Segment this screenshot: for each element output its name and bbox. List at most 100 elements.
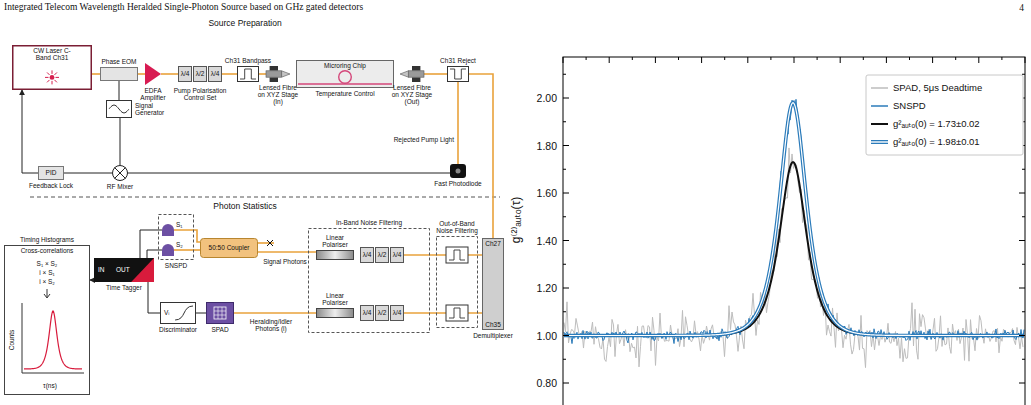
- axis-tick: [563, 169, 566, 170]
- component-label: Signal Generator: [135, 102, 171, 117]
- shape-part: [309, 229, 430, 333]
- component-label: Time Tagger: [106, 284, 142, 291]
- axis-tick: [563, 74, 566, 75]
- axis-tick: [1022, 359, 1025, 360]
- shape-part: [101, 68, 138, 81]
- component-shape: [145, 63, 161, 85]
- component-shape: [237, 66, 259, 82]
- component-label: EDFA Amplifier: [135, 87, 171, 102]
- lens-tip: [282, 71, 290, 77]
- shape-part: [194, 67, 207, 82]
- component-box: INOUTTime Tagger: [94, 258, 154, 282]
- axis-tick: [955, 57, 956, 60]
- axis-label: τ(ns): [43, 382, 57, 389]
- shape-part: [238, 67, 259, 82]
- component-box: In-Band Noise FilteringLinear Polariserλ…: [308, 228, 430, 333]
- component-box: S₁: [162, 224, 174, 236]
- axis-title: g⁽²⁾ₐᵤₜₒ(τ): [510, 197, 524, 243]
- shape-part: [13, 46, 92, 90]
- component-label: Ch27: [485, 240, 501, 247]
- running-header: Integrated Telecom Wavelength Heralded S…: [4, 2, 363, 13]
- shape-part: [54, 72, 56, 74]
- component-label: Feedback Lock: [29, 182, 73, 189]
- component-shape: [450, 164, 466, 178]
- component-box: λ/4: [360, 247, 374, 263]
- component-label: Vₗ: [164, 309, 169, 316]
- axis-tick: [701, 57, 702, 63]
- shape-part: [376, 248, 389, 263]
- shape-part: [24, 311, 82, 369]
- shape-part: [175, 306, 193, 320]
- electrical-line: [22, 90, 38, 173]
- component-box: Timing HistogramsCross-correlations: [4, 245, 90, 395]
- legend-samples: [871, 88, 888, 142]
- shape-part: [94, 258, 154, 282]
- spad-fit: [564, 162, 1024, 335]
- shape-part: [201, 239, 258, 258]
- component-label: λ/4: [393, 251, 402, 258]
- optical-fibre: [424, 73, 447, 75]
- axis-tick: [794, 57, 795, 63]
- component-label: Phase EOM: [101, 58, 136, 65]
- shape-part: [446, 305, 468, 321]
- optical-fibre: [457, 82, 459, 164]
- component-box: λ/2: [375, 247, 389, 263]
- axis-ticks: [563, 57, 1025, 383]
- component-box: PIDFeedback Lock: [38, 166, 64, 180]
- component-shape: [162, 244, 174, 256]
- amplifier-triangle: [145, 63, 161, 85]
- legend-text: SNSPD: [893, 101, 926, 112]
- shape-part: [45, 77, 49, 78]
- component-box: SNSPDS₁S₂: [158, 214, 194, 260]
- legend-sample: [871, 141, 888, 142]
- component-box: Lensed Fibre on XYZ Stage (Out): [400, 66, 424, 82]
- shape-part: [449, 250, 465, 260]
- electrical-line: [148, 282, 160, 313]
- axis-tick: [747, 57, 748, 63]
- axis-tick: [886, 57, 887, 63]
- axis-tick: [563, 98, 569, 99]
- axis-tick: [770, 57, 771, 60]
- axis-tick: [563, 383, 569, 384]
- shape-part: [107, 101, 132, 118]
- axis-tick: [817, 57, 818, 60]
- shape-part: [162, 224, 174, 236]
- shape-part: [412, 66, 420, 70]
- shape-part: [207, 303, 234, 324]
- shape-part: [44, 289, 50, 298]
- tagger-accent: [131, 258, 154, 282]
- component-box: λ/2: [193, 66, 207, 82]
- component-box: Out-of-Band Noise Filtering: [436, 236, 478, 328]
- optical-fibre: [138, 73, 145, 75]
- component-box: Lensed Fibre on XYZ Stage (In): [266, 66, 290, 82]
- axis-tick: [1019, 383, 1025, 384]
- component-shape: [482, 238, 504, 330]
- component-label: In-Band Noise Filtering: [336, 219, 402, 226]
- shape-part: [376, 306, 389, 321]
- axis-tick: [1001, 57, 1002, 60]
- snspd-data: [564, 99, 1024, 343]
- axis-tick: [1019, 193, 1025, 194]
- component-label: λ/4: [363, 251, 372, 258]
- shape-part: [109, 105, 129, 113]
- correlation-label: i × S₂: [39, 278, 55, 285]
- component-label: Ch31 Reject: [440, 57, 476, 64]
- signal-label: Rejected Pump Light: [394, 136, 454, 143]
- legend-sample: [871, 140, 888, 144]
- axis-tick: [932, 57, 933, 63]
- component-label: IN: [98, 266, 105, 273]
- component-label: RF Mixer: [107, 183, 133, 190]
- axis-tick: [563, 264, 566, 265]
- component-box: λ/4: [390, 247, 404, 263]
- legend-text: SPAD, 5μs Deadtime: [893, 83, 982, 94]
- tick-label: 0.80: [537, 377, 557, 389]
- shape-part: [161, 303, 196, 324]
- axis-tick: [632, 57, 633, 60]
- shape-part: [270, 78, 278, 82]
- component-label: Ch35: [485, 321, 501, 328]
- shape-part: [240, 69, 256, 79]
- electrical-line: [90, 280, 94, 281]
- component-label: CW Laser C-Band Ch31: [30, 47, 74, 62]
- optical-fibre: [174, 230, 200, 242]
